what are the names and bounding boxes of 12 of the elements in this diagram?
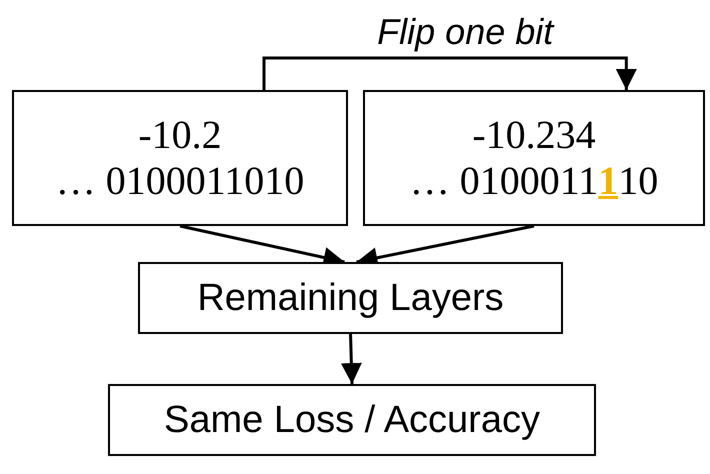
arrow — [262, 56, 637, 90]
process-box — [108, 384, 596, 456]
process-box — [138, 262, 563, 334]
binary-value: … 0100011010 — [56, 158, 304, 204]
node-label: Same Loss / Accuracy — [164, 398, 540, 442]
node-label: Remaining Layers — [197, 276, 504, 320]
arrow — [340, 334, 362, 384]
decimal-value: -10.2 — [138, 112, 222, 158]
binary-value: … 0100011110 — [410, 158, 658, 204]
value-box — [363, 90, 705, 226]
value-box — [12, 90, 348, 226]
decimal-value: -10.234 — [472, 112, 596, 158]
